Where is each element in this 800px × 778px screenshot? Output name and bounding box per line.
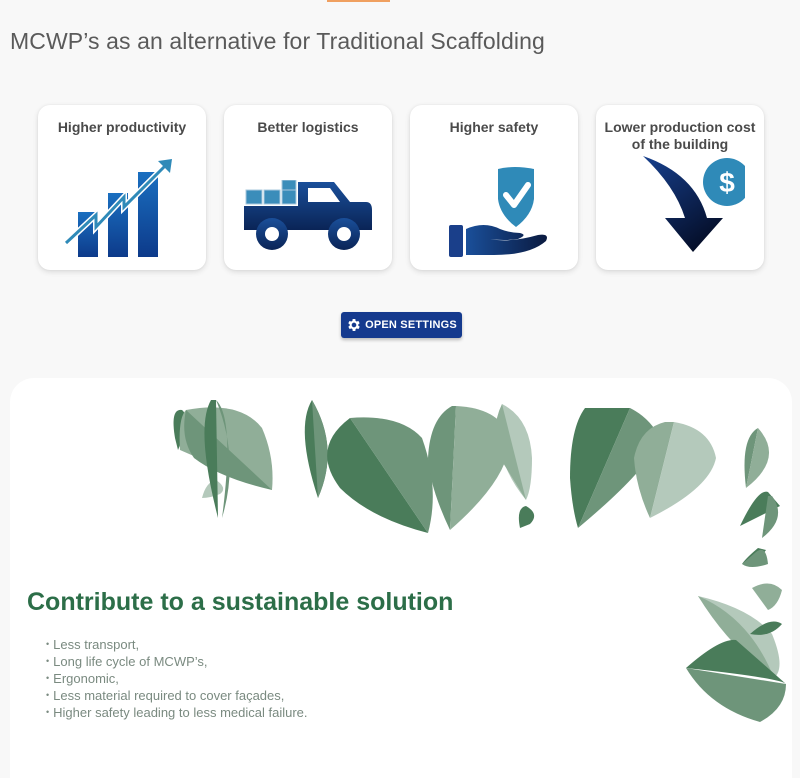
list-item: Less transport, — [46, 636, 308, 653]
card-title: Lower production cost of the building — [604, 119, 756, 152]
leaves-decoration-icon — [173, 400, 786, 722]
list-item: Long life cycle of MCWP’s, — [46, 653, 308, 670]
list-item: Higher safety leading to less medical fa… — [46, 704, 307, 721]
benefit-card-safety: Higher safety — [410, 105, 578, 270]
gear-icon — [348, 319, 360, 331]
benefit-card-logistics: Better logistics — [224, 105, 392, 270]
open-settings-label: OPEN SETTINGS — [365, 319, 457, 331]
sustainability-panel: Contribute to a sustainable solution Les… — [10, 378, 792, 778]
card-title: Higher productivity — [57, 119, 187, 135]
card-title: Better logistics — [257, 119, 359, 135]
open-settings-button[interactable]: OPEN SETTINGS — [341, 312, 462, 338]
benefit-card-cost: Lower production cost of the building $ — [596, 105, 764, 270]
list-item: Less material required to cover façades, — [46, 687, 308, 704]
list-item: Ergonomic, — [46, 670, 308, 687]
growth-chart-icon — [38, 155, 206, 260]
pickup-truck-icon — [224, 180, 392, 260]
benefit-card-productivity: Higher productivity — [38, 105, 206, 270]
sustainability-list: Less transport, Long life cycle of MCWP’… — [46, 636, 308, 721]
hand-shield-check-icon — [410, 165, 578, 260]
down-arrow-dollar-icon: $ — [596, 156, 764, 256]
sustainability-title: Contribute to a sustainable solution — [27, 588, 454, 616]
svg-text:$: $ — [719, 167, 735, 198]
top-accent-line — [327, 0, 390, 2]
card-title: Higher safety — [449, 119, 539, 135]
page-title: MCWP’s as an alternative for Traditional… — [10, 28, 545, 54]
